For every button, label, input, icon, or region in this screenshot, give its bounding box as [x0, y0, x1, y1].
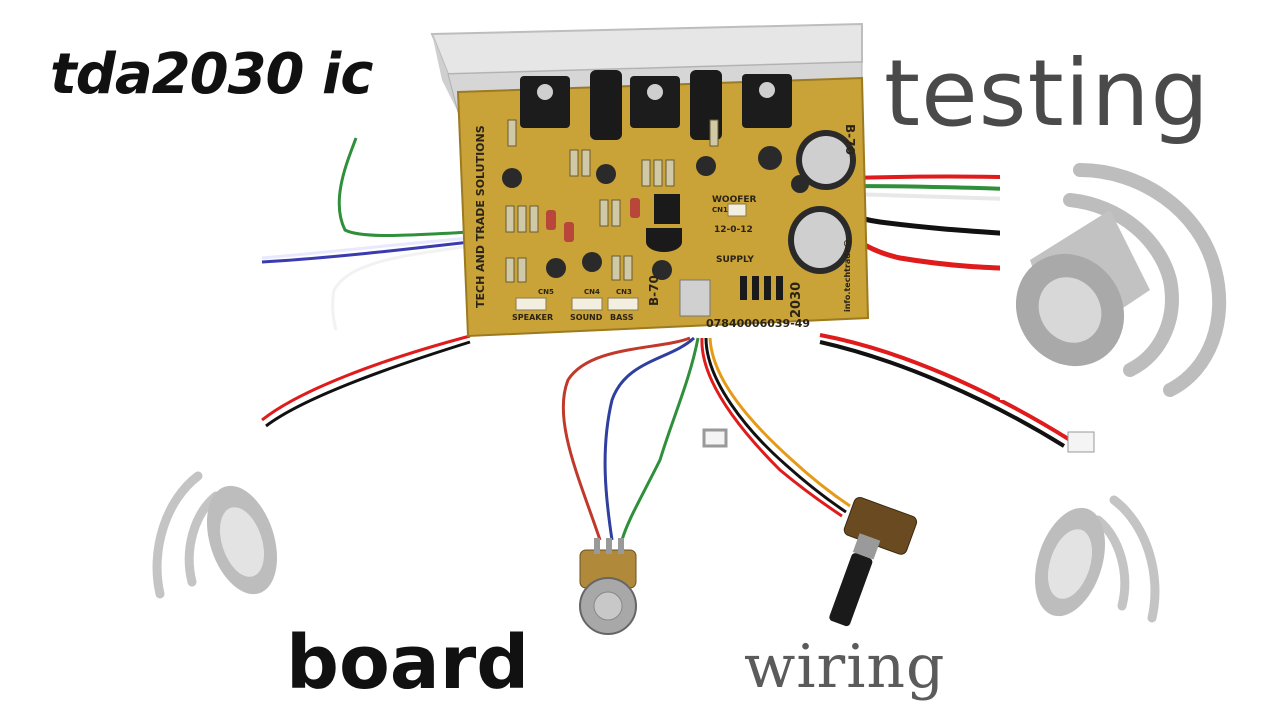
pcb-board: TECH AND TRADE SOLUTIONS B-70 2030 B-70 … — [456, 70, 870, 338]
pcb-supply-voltage: 12-0-12 — [714, 225, 753, 235]
speaker-icon — [1000, 150, 1230, 400]
pcb-cn1: CN1 — [712, 206, 728, 214]
speaker-icon-right — [1034, 495, 1160, 623]
title-caption: tda2030 ic — [50, 42, 373, 107]
potentiometer-2 — [829, 497, 918, 627]
regulator — [646, 228, 682, 252]
pcb-cn4: CN4 — [584, 288, 600, 296]
pot-wires — [561, 336, 851, 541]
wiring-caption: wiring — [744, 632, 946, 702]
pcb-cn3: CN3 — [616, 288, 632, 296]
small-heatsink — [679, 279, 711, 317]
pcb-woofer: WOOFER — [712, 195, 757, 205]
pcb-maker: TECH AND TRADE SOLUTIONS — [474, 125, 487, 308]
pcb-sound: SOUND — [570, 313, 603, 322]
capacitors — [502, 130, 856, 280]
pcb-ic: 2030 — [789, 282, 804, 318]
pcb-supply: SUPPLY — [716, 255, 754, 265]
resistors — [505, 119, 719, 283]
pcb-text: TECH AND TRADE SOLUTIONS B-70 2030 B-70 … — [474, 124, 857, 330]
pcb-model-2: B-70 — [843, 124, 857, 155]
speaker-icon-left — [152, 471, 278, 599]
left-wires — [261, 137, 471, 428]
pcb-bass: BASS — [610, 313, 634, 322]
potentiometer-icon — [579, 538, 637, 635]
pcb-model: B-70 — [647, 275, 661, 306]
board-caption: board — [286, 620, 530, 706]
pcb-connectors — [515, 203, 747, 311]
pcb-speaker: SPEAKER — [512, 313, 553, 322]
diodes — [740, 276, 783, 300]
testing-caption: testing — [884, 40, 1210, 147]
opamp-chip — [654, 194, 680, 224]
pcb-email: info.techtrade@... — [843, 230, 852, 312]
pcb-cn5: CN5 — [538, 288, 554, 296]
pcb-phone: 07840006039-49 — [706, 317, 810, 330]
film-capacitors — [546, 198, 640, 242]
